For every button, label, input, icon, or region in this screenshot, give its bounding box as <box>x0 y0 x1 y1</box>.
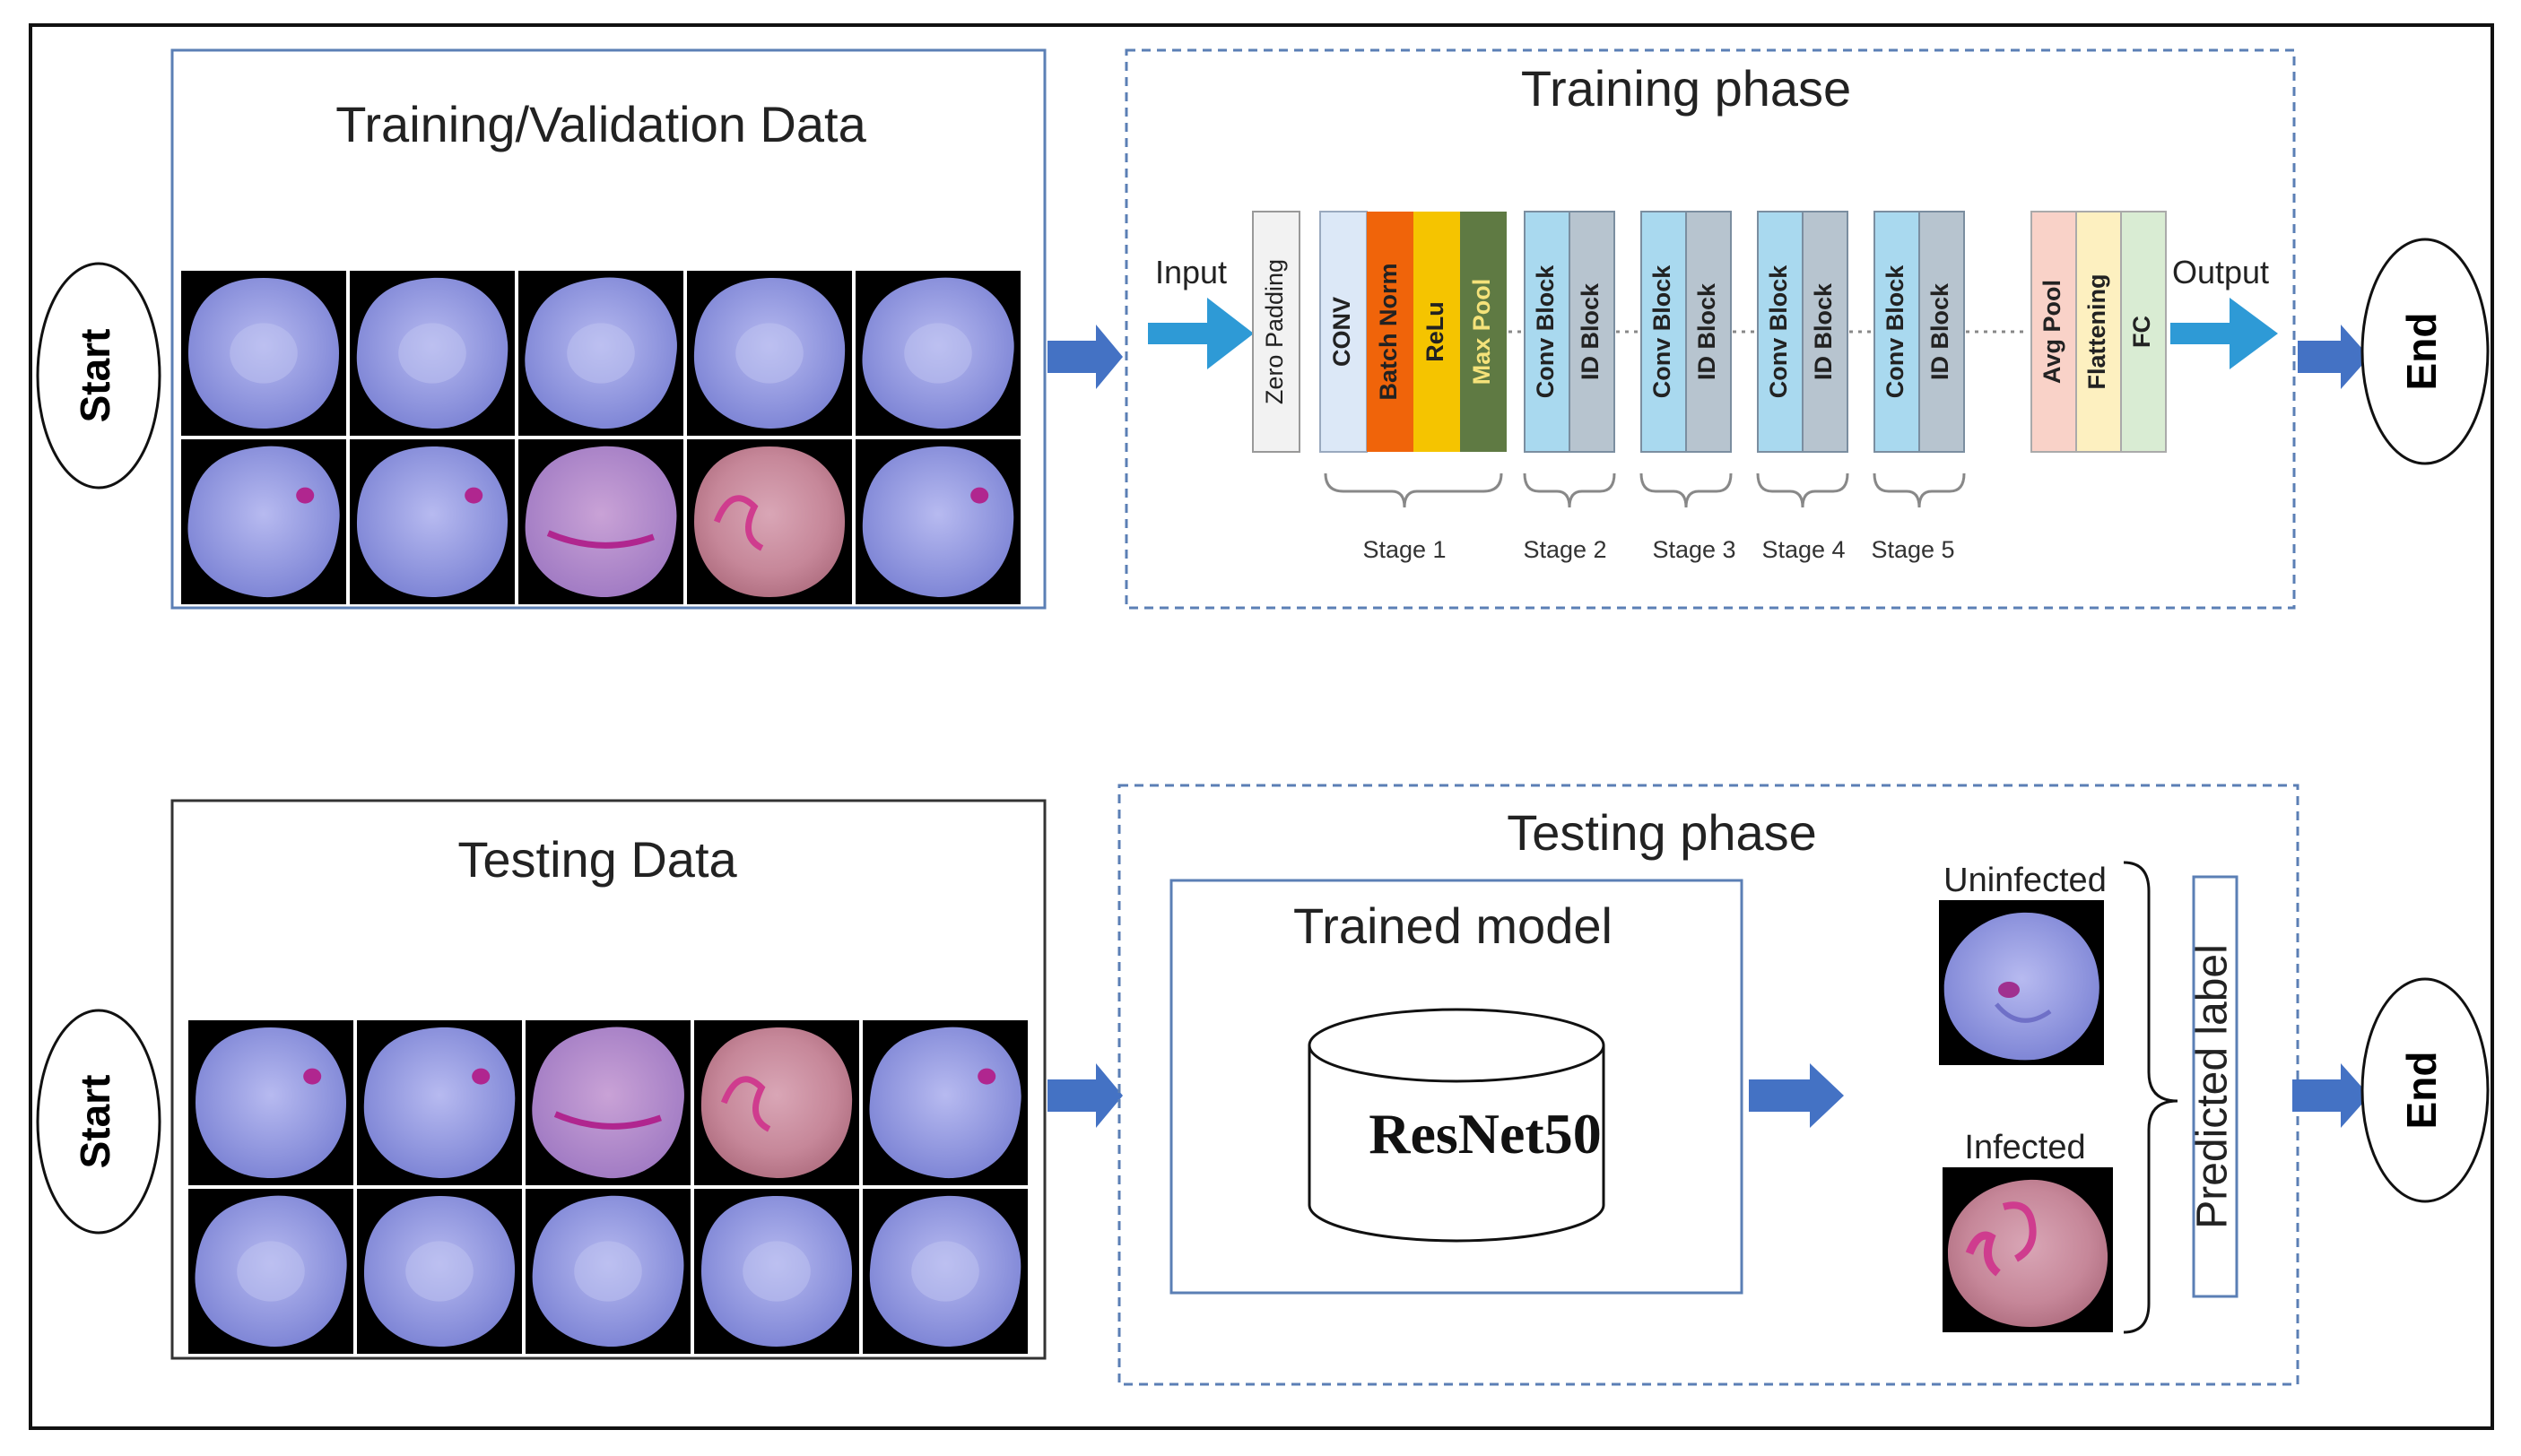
infected-cell-parasite-a <box>1965 1231 2001 1277</box>
testing-cell-image <box>357 1020 522 1185</box>
stage4-id-block <box>1802 211 1848 453</box>
training-data-title: Training/Validation Data <box>335 96 866 152</box>
stage5-brace <box>1873 472 1966 508</box>
training-cell-image <box>687 271 852 436</box>
flow-arrow-model-to-prediction <box>1749 1063 1844 1128</box>
testing-cell-image <box>188 1189 353 1354</box>
batch-norm-label: Batch Norm <box>1375 263 1402 400</box>
stage1-label: Stage 1 <box>1362 536 1446 563</box>
stage2-conv-label: Conv Block <box>1532 264 1559 399</box>
testing-cell-image <box>526 1189 691 1354</box>
training-cell-image <box>518 439 683 604</box>
testing-cell-image <box>694 1020 859 1185</box>
stage4-conv-label: Conv Block <box>1765 264 1792 399</box>
testing-cell-image <box>694 1189 859 1354</box>
stage3-brace <box>1639 472 1733 508</box>
relu-label: ReLu <box>1421 301 1448 362</box>
max-pool-label: Max Pool <box>1468 279 1495 386</box>
zero-padding-label: Zero Padding <box>1261 259 1288 404</box>
fc-label: FC <box>2128 316 2155 348</box>
testing-cell-image <box>188 1020 353 1185</box>
max-pool-block <box>1460 212 1507 452</box>
output-arrow <box>2170 298 2278 369</box>
training-cell-image <box>350 439 515 604</box>
input-arrow <box>1148 298 1254 369</box>
flow-arrow-data-to-testing <box>1048 1063 1123 1128</box>
training-image-grid <box>181 271 1021 604</box>
uninfected-label: Uninfected <box>1943 862 2107 899</box>
training-phase-title: Training phase <box>1521 60 1851 117</box>
training-cell-image <box>350 271 515 436</box>
training-cell-image <box>856 271 1021 436</box>
testing-data-title: Testing Data <box>457 831 737 888</box>
start-node-top <box>36 262 161 490</box>
flow-arrow-training-to-end <box>2298 325 2369 389</box>
training-cell-image <box>687 439 852 604</box>
stage5-conv-label: Conv Block <box>1882 264 1908 399</box>
end-label-top: End <box>2398 313 2445 391</box>
uninfected-cell <box>1943 912 2099 1061</box>
zero-padding-block <box>1252 211 1300 453</box>
batch-norm-block <box>1367 212 1413 452</box>
predicted-label-box <box>2192 875 2238 1298</box>
start-node-bottom <box>36 1009 161 1235</box>
testing-cell-image <box>357 1189 522 1354</box>
model-name: ResNet50 <box>1369 1102 1601 1166</box>
infected-cell-parasite-b <box>2002 1201 2037 1262</box>
stage5-label: Stage 5 <box>1871 536 1954 563</box>
start-label-bottom: Start <box>72 1075 118 1169</box>
stage4-id-label: ID Block <box>1810 282 1837 380</box>
fc-block <box>2120 211 2167 453</box>
stage2-id-block <box>1569 211 1615 453</box>
end-node-bottom <box>2360 977 2490 1203</box>
input-label: Input <box>1155 254 1227 290</box>
stage5-id-label: ID Block <box>1926 282 1953 380</box>
testing-cell-image <box>526 1020 691 1185</box>
flattening-label: Flattening <box>2083 274 2110 390</box>
conv-label: CONV <box>1328 297 1355 367</box>
training-cell-image <box>856 439 1021 604</box>
stage5-id-block <box>1918 211 1965 453</box>
prediction-brace <box>2123 861 2178 1334</box>
start-label-top: Start <box>72 329 118 423</box>
conv-block <box>1319 211 1368 453</box>
stage3-id-block <box>1685 211 1732 453</box>
testing-image-grid <box>188 1020 1028 1354</box>
flow-arrow-prediction-to-end <box>2292 1063 2369 1128</box>
testing-phase-title: Testing phase <box>1507 804 1817 861</box>
model-cylinder-top <box>1308 1008 1605 1083</box>
testing-cell-image <box>863 1189 1028 1354</box>
uninfected-cell-dot <box>1998 982 2020 998</box>
avg-pool-label: Avg Pool <box>2039 280 2065 384</box>
stage3-label: Stage 3 <box>1652 536 1735 563</box>
output-label: Output <box>2172 254 2269 290</box>
stage2-id-label: ID Block <box>1577 282 1604 380</box>
testing-cell-image <box>863 1020 1028 1185</box>
training-phase-box <box>1125 48 2296 610</box>
stage2-brace <box>1523 472 1616 508</box>
stage4-label: Stage 4 <box>1761 536 1845 563</box>
stage1-brace <box>1324 472 1503 508</box>
relu-block <box>1413 212 1460 452</box>
flow-arrow-data-to-training <box>1048 325 1123 389</box>
uninfected-cell-mark <box>1995 1002 2052 1023</box>
model-cylinder-body <box>1308 1045 1605 1243</box>
end-label-bottom: End <box>2398 1052 2445 1130</box>
stage3-id-label: ID Block <box>1693 282 1720 380</box>
outer-frame <box>29 23 2494 1430</box>
stage2-label: Stage 2 <box>1523 536 1606 563</box>
stage3-conv-label: Conv Block <box>1648 264 1675 399</box>
avg-pool-block <box>2030 211 2077 453</box>
infected-label: Infected <box>1964 1129 2085 1166</box>
training-cell-image <box>181 271 346 436</box>
testing-phase-box <box>1117 784 2299 1386</box>
trained-model-title: Trained model <box>1293 897 1613 954</box>
predicted-label-text: Predicted label <box>2189 944 2237 1229</box>
end-node-top <box>2360 238 2490 465</box>
stage3-conv-block <box>1640 211 1687 453</box>
training-cell-image <box>518 271 683 436</box>
training-cell-image <box>181 439 346 604</box>
stage4-brace <box>1756 472 1849 508</box>
